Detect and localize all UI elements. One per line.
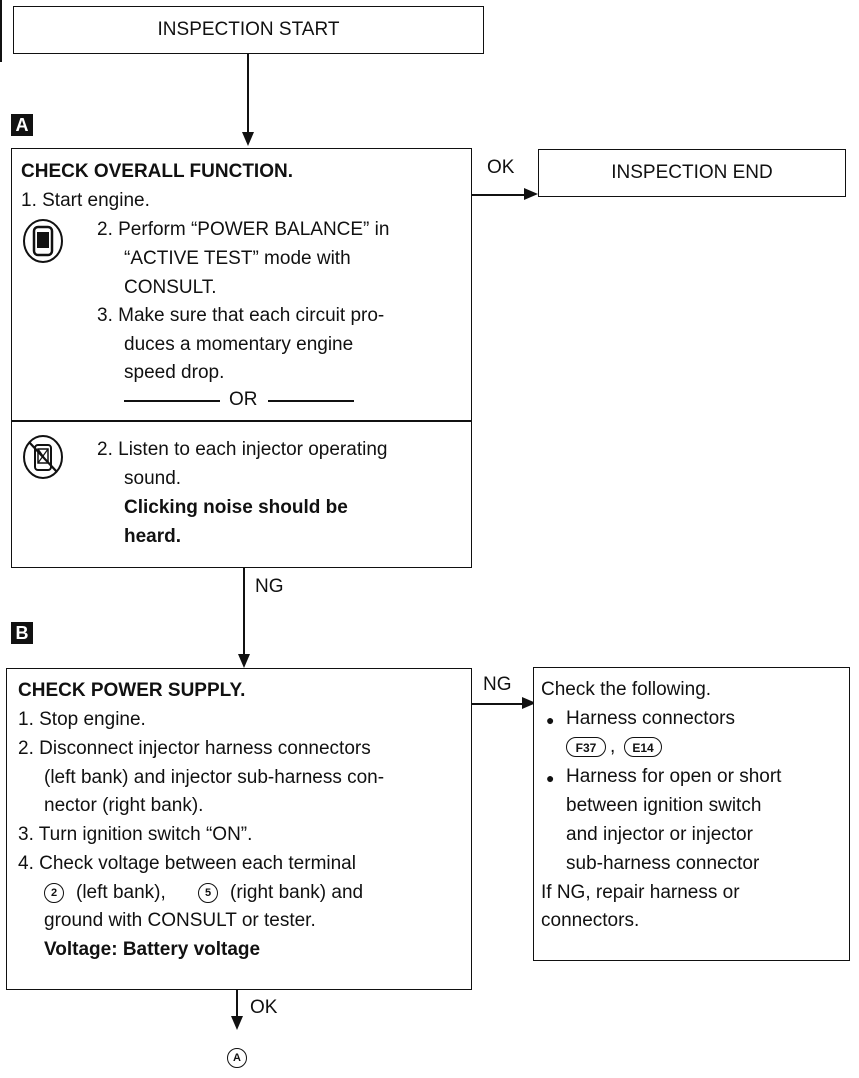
or-rule-left xyxy=(124,400,220,402)
margin-mark xyxy=(0,0,2,62)
connector-badge-e14: E14 xyxy=(624,737,662,757)
arrow-down-icon xyxy=(238,654,250,668)
step-b-line-3: (left bank) and injector sub-harness con… xyxy=(44,767,385,788)
step-b-line-7b: (right bank) and xyxy=(230,882,364,903)
or-divider xyxy=(11,420,472,422)
next-page-reference-badge: A xyxy=(227,1048,247,1068)
step-a-consult-line-1: 2. Perform “POWER BALANCE” in xyxy=(97,219,390,240)
step-b-title: CHECK POWER SUPPLY. xyxy=(18,680,246,701)
step-a-bold-line-2: heard. xyxy=(124,526,182,547)
step-b-line-1: 1. Stop engine. xyxy=(18,709,146,730)
check-box-bullet2-line-2: between ignition switch xyxy=(566,795,762,816)
consult-icon xyxy=(21,218,65,264)
check-box-footer-1: If NG, repair harness or xyxy=(541,882,740,903)
connector-badge-f37: F37 xyxy=(566,737,606,757)
inspection-end-box: INSPECTION END xyxy=(538,149,846,197)
step-a-bold-line-1: Clicking noise should be xyxy=(124,497,348,518)
no-consult-icon xyxy=(21,434,65,480)
terminal-5-badge: 5 xyxy=(198,883,218,903)
step-a-consult-line-6: speed drop. xyxy=(124,362,225,383)
step-b-bold-line: Voltage: Battery voltage xyxy=(44,939,261,960)
step-b-line-4: nector (right bank). xyxy=(44,795,204,816)
step-b-line-7a: (left bank), xyxy=(76,882,166,903)
check-power-supply-box xyxy=(6,668,472,990)
connector-line xyxy=(247,54,249,134)
arrow-right-icon xyxy=(522,697,536,709)
ng-right-connector-line xyxy=(472,703,524,705)
step-a-consult-line-4: 3. Make sure that each circuit pro- xyxy=(97,305,385,326)
inspection-end-label: INSPECTION END xyxy=(611,162,773,183)
step-a-alt-line-2: sound. xyxy=(124,468,182,489)
inspection-start-box: INSPECTION START xyxy=(13,6,484,54)
check-box-bullet1: Harness connectors xyxy=(566,708,735,729)
check-box-bullet2-line-1: Harness for open or short xyxy=(566,766,782,787)
arrow-down-icon xyxy=(242,132,254,146)
step-a-alt-line-1: 2. Listen to each injector operating xyxy=(97,439,388,460)
or-rule-right xyxy=(268,400,354,402)
step-a-consult-line-2: “ACTIVE TEST” mode with xyxy=(124,248,351,269)
step-a-marker: A xyxy=(11,114,33,136)
ok-connector-line xyxy=(472,194,524,196)
bullet-icon: ● xyxy=(546,712,555,728)
check-overall-function-box xyxy=(11,148,472,568)
step-b-line-5: 3. Turn ignition switch “ON”. xyxy=(18,824,253,845)
ng-connector-line xyxy=(243,568,245,656)
step-b-ng-label: NG xyxy=(483,674,512,695)
ok-down-connector-line xyxy=(236,990,238,1018)
step-b-line-6: 4. Check voltage between each terminal xyxy=(18,853,356,874)
step-a-line1: 1. Start engine. xyxy=(21,190,150,211)
step-b-ok-label: OK xyxy=(250,997,278,1018)
step-b-line-8: ground with CONSULT or tester. xyxy=(44,910,316,931)
step-a-ok-label: OK xyxy=(487,157,515,178)
step-b-line-2: 2. Disconnect injector harness connector… xyxy=(18,738,371,759)
check-box-footer-2: connectors. xyxy=(541,910,640,931)
check-following-box xyxy=(533,667,850,961)
inspection-start-label: INSPECTION START xyxy=(157,19,340,40)
check-box-bullet2-line-3: and injector or injector xyxy=(566,824,753,845)
check-box-line1: Check the following. xyxy=(541,679,712,700)
step-a-ng-label: NG xyxy=(255,576,284,597)
step-a-consult-line-5: duces a momentary engine xyxy=(124,334,354,355)
step-a-title: CHECK OVERALL FUNCTION. xyxy=(21,161,293,182)
bullet-icon: ● xyxy=(546,770,555,786)
or-label: OR xyxy=(229,389,258,410)
terminal-2-badge: 2 xyxy=(44,883,64,903)
step-b-marker: B xyxy=(11,622,33,644)
connector-comma: , xyxy=(610,736,616,757)
step-a-consult-line-3: CONSULT. xyxy=(124,277,217,298)
arrow-down-icon xyxy=(231,1016,243,1030)
check-box-bullet2-line-4: sub-harness connector xyxy=(566,853,760,874)
arrow-right-icon xyxy=(524,188,538,200)
